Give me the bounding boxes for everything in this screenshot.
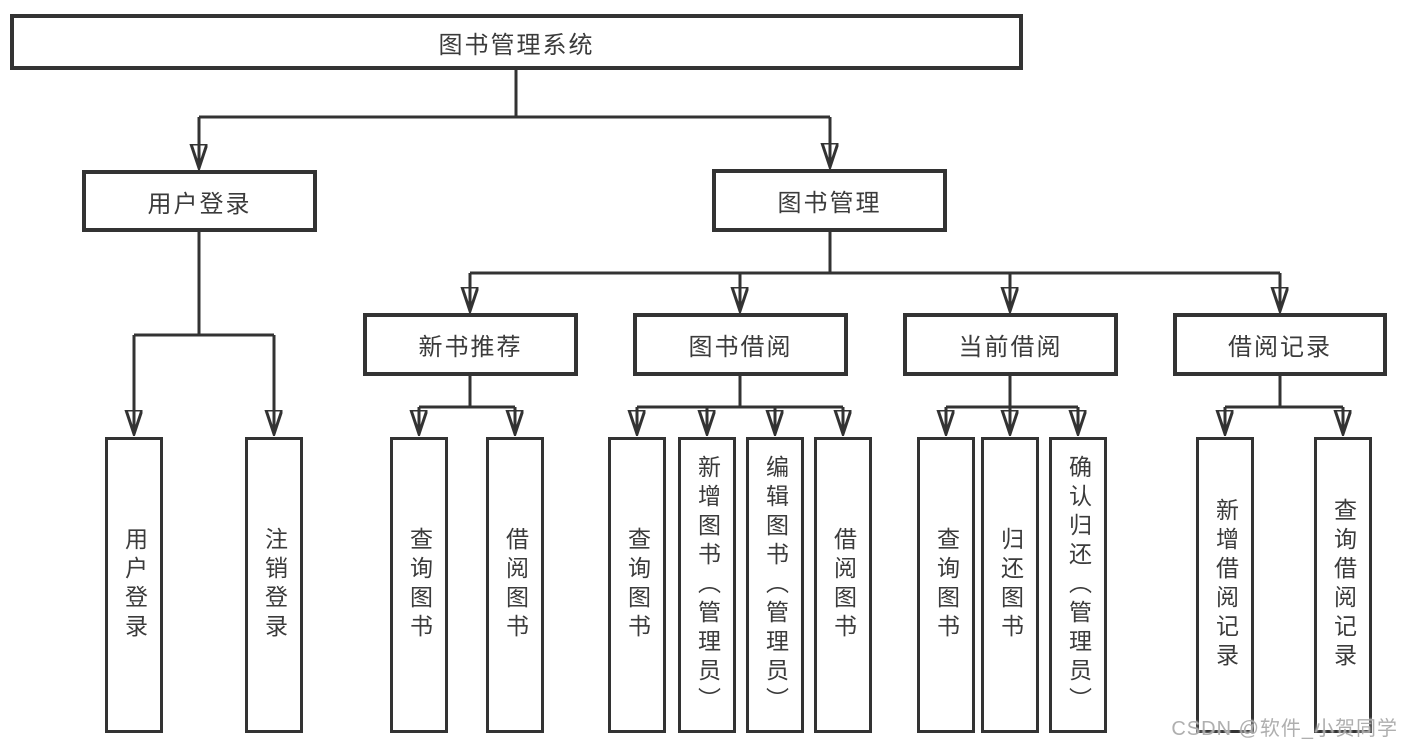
node-root: 图书管理系统: [10, 14, 1023, 70]
node-leaf-query-books-borrow: 查询图书: [608, 437, 666, 733]
node-leaf-edit-book-admin: 编辑图书（管理员）: [746, 437, 804, 733]
watermark: CSDN @软件_小贺同学: [1171, 718, 1398, 740]
node-leaf-add-borrow-record: 新增借阅记录: [1196, 437, 1254, 733]
node-current-borrow: 当前借阅: [903, 313, 1118, 376]
node-leaf-query-books-current: 查询图书: [917, 437, 975, 733]
node-book-borrow: 图书借阅: [633, 313, 848, 376]
node-book-management: 图书管理: [712, 169, 947, 232]
node-leaf-return-book: 归还图书: [981, 437, 1039, 733]
node-borrow-records: 借阅记录: [1173, 313, 1387, 376]
node-new-book-recommend: 新书推荐: [363, 313, 578, 376]
connector-borrow-records-to-leaves: [1225, 376, 1343, 434]
connector-root-to-level2: [199, 70, 830, 168]
node-leaf-borrow-books-recommend: 借阅图书: [486, 437, 544, 733]
connector-user-login-to-leaves: [134, 232, 274, 434]
node-leaf-query-borrow-record: 查询借阅记录: [1314, 437, 1372, 733]
connector-new-book-recommend-to-leaves: [419, 376, 515, 434]
node-leaf-confirm-return-admin: 确认归还（管理员）: [1049, 437, 1107, 733]
node-leaf-query-books-recommend: 查询图书: [390, 437, 448, 733]
node-leaf-borrow-books: 借阅图书: [814, 437, 872, 733]
connector-current-borrow-to-leaves: [946, 376, 1078, 434]
connector-book-borrow-to-leaves: [637, 376, 843, 434]
node-leaf-user-login: 用户登录: [105, 437, 163, 733]
node-leaf-add-book-admin: 新增图书（管理员）: [678, 437, 736, 733]
node-user-login: 用户登录: [82, 170, 317, 232]
node-leaf-logout: 注销登录: [245, 437, 303, 733]
connector-book-management-to-level3: [470, 232, 1280, 311]
